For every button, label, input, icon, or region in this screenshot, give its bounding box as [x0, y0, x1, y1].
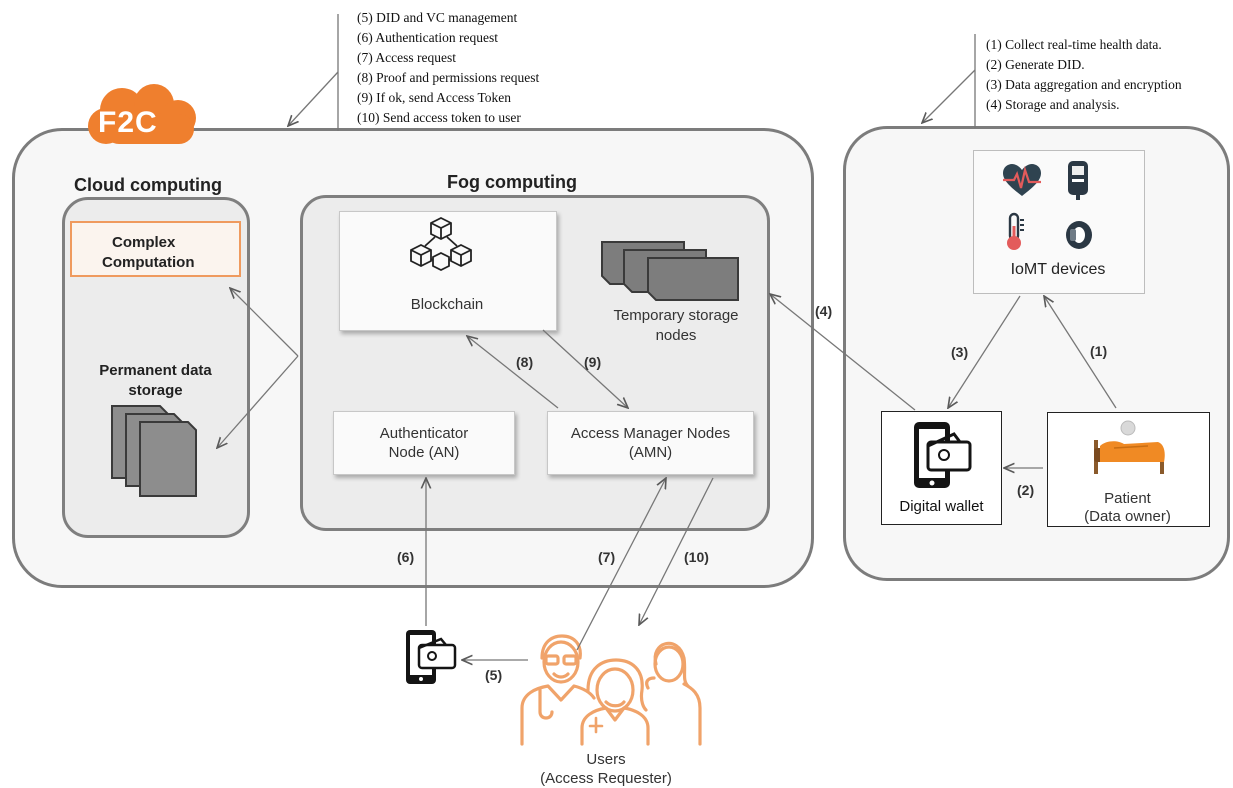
digital-wallet-icon: [914, 422, 972, 488]
arrow-fog-to-storage: [217, 355, 299, 448]
permanent-storage-line1: Permanent data: [99, 362, 212, 379]
complex-computation-line2: Computation: [102, 254, 195, 271]
access-manager-line2: (AMN): [628, 444, 673, 461]
authenticator-line1: Authenticator: [379, 425, 469, 442]
arrow-7: [576, 478, 666, 651]
fog-computing-title: Fog computing: [447, 172, 577, 192]
arrow-9: [542, 329, 628, 408]
complex-computation-box: Complex Computation: [70, 221, 241, 277]
permanent-storage-icon: [111, 405, 197, 497]
step-label-1: (1): [1090, 343, 1108, 359]
patient-label: Patient (Data owner): [1047, 490, 1208, 526]
temp-storage-icon: [601, 241, 739, 301]
notes-left-pointer: [288, 71, 339, 126]
smart-watch-icon: [1066, 221, 1092, 249]
notes-right: (1) Collect real-time health data. (2) G…: [986, 35, 1231, 115]
access-manager-box: Access Manager Nodes (AMN): [547, 411, 754, 475]
thermometer-icon: [1007, 212, 1024, 250]
arrow-8: [467, 336, 559, 409]
authenticator-line2: Node (AN): [388, 444, 460, 461]
users-group-icon: [520, 634, 702, 746]
cloud-computing-title: Cloud computing: [74, 175, 222, 195]
patient-in-bed-icon: [1094, 420, 1165, 474]
users-line2: (Access Requester): [540, 770, 672, 787]
note-left-10: (10) Send access token to user: [357, 110, 521, 125]
complex-computation-line1: Complex: [112, 234, 176, 251]
note-left-8: (8) Proof and permissions request: [357, 70, 540, 85]
note-left-5: (5) DID and VC management: [357, 10, 518, 25]
notes-right-pointer: [922, 69, 976, 123]
step-label-9: (9): [584, 354, 602, 370]
note-left-6: (6) Authentication request: [357, 30, 498, 45]
authenticator-node-box: Authenticator Node (AN): [333, 411, 515, 475]
permanent-storage-line2: storage: [128, 382, 183, 399]
notes-left: (5) DID and VC management (6) Authentica…: [357, 8, 539, 128]
digital-wallet-label: Digital wallet: [899, 498, 984, 515]
note-right-4: (4) Storage and analysis.: [986, 97, 1120, 112]
temp-storage-line1: Temporary storage: [613, 307, 739, 324]
arrow-10: [639, 477, 714, 625]
step-label-6: (6): [397, 549, 415, 565]
step-label-7: (7): [598, 549, 616, 565]
arrow-3: [948, 295, 1021, 408]
iomt-devices-label: IoMT devices: [1010, 261, 1106, 278]
note-left-7: (7) Access request: [357, 50, 456, 65]
arrow-4: [770, 294, 916, 411]
step-label-2: (2): [1017, 482, 1035, 498]
users-line1: Users: [586, 751, 626, 768]
temp-storage-label: Temporary storage nodes: [586, 306, 766, 346]
note-right-3: (3) Data aggregation and encryption: [986, 77, 1182, 92]
note-right-2: (2) Generate DID.: [986, 57, 1085, 72]
iomt-devices-box: [973, 150, 1145, 294]
blockchain-box: [339, 211, 557, 331]
note-left-9: (9) If ok, send Access Token: [357, 90, 512, 105]
access-manager-line1: Access Manager Nodes: [570, 425, 731, 442]
blockchain-label: Blockchain: [410, 296, 484, 313]
patient-line2: (Data owner): [1084, 508, 1171, 525]
glucose-meter-icon: [1068, 161, 1088, 200]
step-label-4: (4): [815, 303, 833, 319]
temp-storage-line2: nodes: [655, 327, 697, 344]
heart-rate-icon: [1003, 164, 1041, 196]
f2c-logo-text: F2C: [98, 106, 158, 139]
step-label-10: (10): [684, 549, 709, 565]
blockchain-icon: [410, 216, 472, 272]
step-label-8: (8): [516, 354, 534, 370]
patient-line1: Patient: [1104, 490, 1151, 507]
note-right-1: (1) Collect real-time health data.: [986, 37, 1162, 52]
arrow-1: [1044, 296, 1117, 409]
user-digital-wallet-icon: [406, 630, 457, 684]
step-label-5: (5): [485, 667, 503, 683]
permanent-storage-label: Permanent data storage: [70, 361, 241, 401]
f2c-cloud-logo: [88, 84, 196, 144]
arrow-fog-to-complex: [230, 288, 299, 357]
step-label-3: (3): [951, 344, 969, 360]
users-label: Users (Access Requester): [506, 750, 706, 788]
